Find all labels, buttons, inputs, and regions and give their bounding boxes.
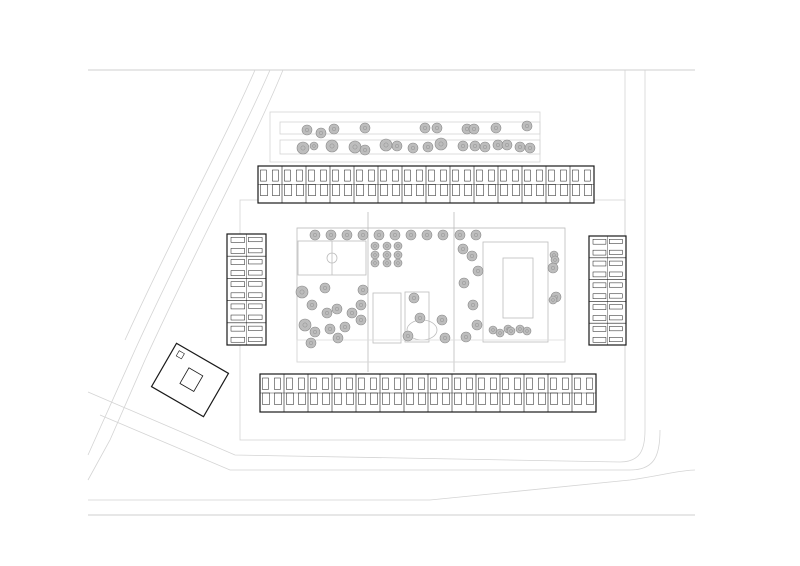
tree-icon xyxy=(458,277,470,289)
tree-icon xyxy=(414,312,426,324)
tree-icon xyxy=(495,328,505,338)
tree-icon xyxy=(359,122,371,134)
tree-icon xyxy=(332,332,344,344)
buildings xyxy=(150,165,627,418)
tree-icon xyxy=(506,326,516,336)
tree-icon xyxy=(548,295,558,305)
tree-icon xyxy=(301,124,313,136)
tree-icon xyxy=(348,140,362,154)
tree-icon xyxy=(325,229,337,241)
tree-icon xyxy=(321,307,333,319)
tree-icon xyxy=(306,299,318,311)
tree-icon xyxy=(379,138,393,152)
tree-icon xyxy=(393,258,403,268)
tree-icon xyxy=(382,241,392,251)
tree-icon xyxy=(524,142,536,154)
tree-icon xyxy=(357,229,369,241)
tree-icon xyxy=(421,229,433,241)
tree-icon xyxy=(437,229,449,241)
tree-icon xyxy=(521,120,533,132)
tree-icon xyxy=(298,318,312,332)
tree-icon xyxy=(501,139,513,151)
tree-icon xyxy=(324,323,336,335)
tree-icon xyxy=(431,122,443,134)
tree-icon xyxy=(405,229,417,241)
tree-icon xyxy=(454,229,466,241)
tree-icon xyxy=(370,250,380,260)
pavilion xyxy=(150,342,230,418)
frame-lines xyxy=(88,69,695,516)
tree-icon xyxy=(325,139,339,153)
tree-icon xyxy=(457,140,469,152)
tree-icon xyxy=(393,250,403,260)
tree-icon xyxy=(468,123,480,135)
tree-icon xyxy=(469,140,481,152)
tree-icon xyxy=(466,250,478,262)
tree-icon xyxy=(295,285,309,299)
tree-icon xyxy=(382,250,392,260)
tree-icon xyxy=(436,314,448,326)
building-north xyxy=(257,165,595,204)
tree-icon xyxy=(357,284,369,296)
tree-icon xyxy=(460,331,472,343)
tree-icon xyxy=(422,141,434,153)
tree-icon xyxy=(315,127,327,139)
tree-icon xyxy=(457,243,469,255)
tree-icon xyxy=(470,229,482,241)
tree-icon xyxy=(439,332,451,344)
tree-icon xyxy=(331,303,343,315)
tree-icon xyxy=(488,325,498,335)
tree-icon xyxy=(407,142,419,154)
tree-icon xyxy=(467,299,479,311)
tree-icon xyxy=(309,326,321,338)
tree-icon xyxy=(382,258,392,268)
building-south xyxy=(259,373,597,413)
tree-icon xyxy=(492,139,504,151)
tree-icon xyxy=(419,122,431,134)
tree-icon xyxy=(472,265,484,277)
tree-icon xyxy=(359,144,371,156)
tree-icon xyxy=(408,292,420,304)
tree-icon xyxy=(309,141,319,151)
tree-icon xyxy=(346,307,358,319)
tree-icon xyxy=(370,241,380,251)
tree-icon xyxy=(355,299,367,311)
tree-icon xyxy=(514,141,526,153)
tree-icon xyxy=(547,262,559,274)
tree-icon xyxy=(434,137,448,151)
tree-icon xyxy=(341,229,353,241)
tree-icon xyxy=(296,141,310,155)
tree-icon xyxy=(305,337,317,349)
tree-icon xyxy=(355,314,367,326)
tree-icon xyxy=(319,282,331,294)
tree-icon xyxy=(373,229,385,241)
courtyard xyxy=(296,212,566,372)
trees xyxy=(295,120,562,349)
roads xyxy=(87,69,696,501)
tree-icon xyxy=(522,326,532,336)
tree-icon xyxy=(309,229,321,241)
tree-icon xyxy=(393,241,403,251)
tree-icon xyxy=(391,140,403,152)
tree-icon xyxy=(339,321,351,333)
tree-icon xyxy=(370,258,380,268)
building-east xyxy=(588,235,627,346)
tree-icon xyxy=(471,319,483,331)
building-west xyxy=(226,233,267,346)
tree-icon xyxy=(328,123,340,135)
tree-icon xyxy=(402,330,414,342)
tree-icon xyxy=(479,141,491,153)
tree-icon xyxy=(389,229,401,241)
tree-icon xyxy=(490,122,502,134)
